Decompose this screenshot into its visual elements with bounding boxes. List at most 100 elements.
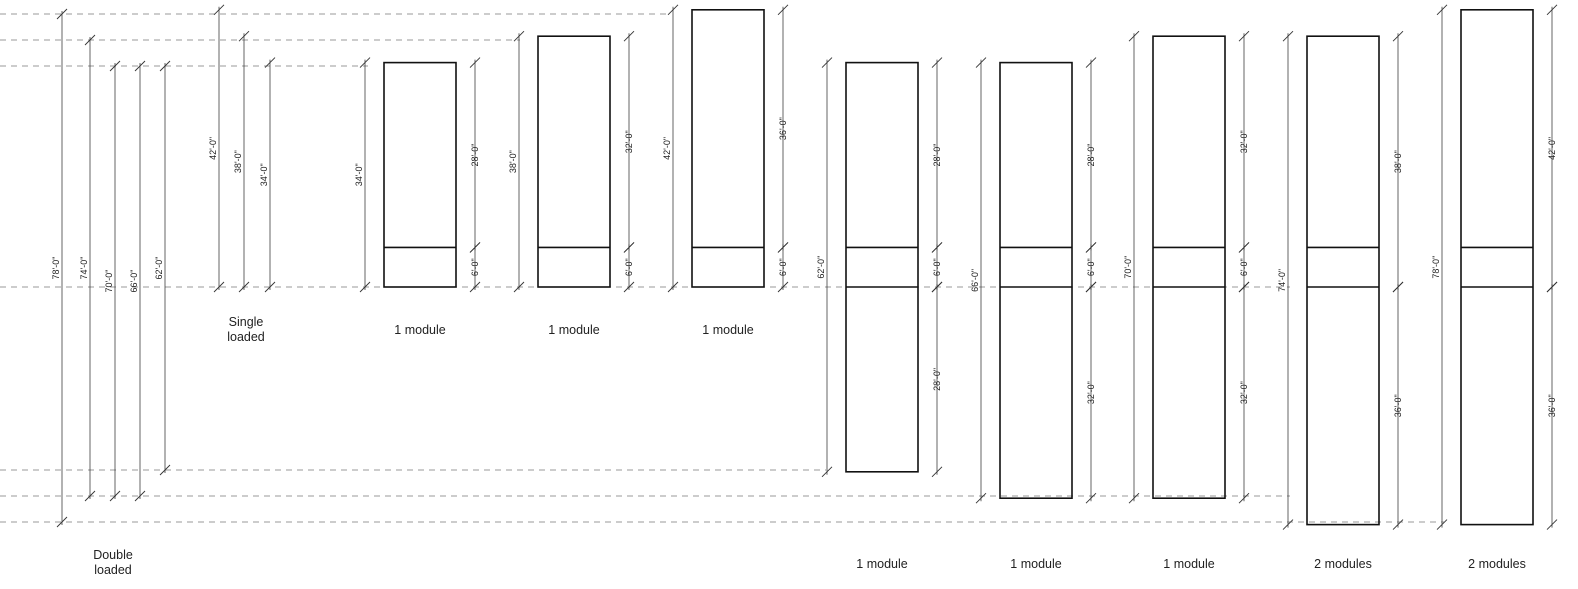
dimension-label: 28'-0"	[470, 144, 480, 167]
module-caption: 1 module	[394, 323, 445, 337]
dimension-label: 6'-0"	[932, 258, 942, 276]
dimension-tick	[667, 4, 679, 16]
dimension-tick	[469, 57, 481, 68]
dimension-tick	[931, 281, 943, 293]
dimension-tick	[1392, 30, 1404, 42]
dimension-label: 36'-0"	[1393, 394, 1403, 417]
dimension-tick	[931, 466, 943, 478]
dimension-tick	[84, 34, 96, 46]
module-outline	[537, 35, 611, 288]
dimension-tick	[1085, 281, 1097, 293]
dimension-label: 70'-0"	[104, 270, 114, 293]
module-outline	[691, 9, 765, 288]
dimension-label: 38'-0"	[508, 150, 518, 173]
dimension-tick	[931, 242, 943, 253]
dimension-tick	[56, 8, 68, 20]
dimension-label: 32'-0"	[1239, 130, 1249, 153]
dimension-tick	[84, 490, 96, 502]
module-3: 42'-0"36'-0"6'-0"1 module	[662, 4, 789, 337]
dimension-tick	[264, 281, 276, 293]
dimension-tick	[1392, 519, 1404, 530]
dimension-tick	[1238, 281, 1250, 293]
dimension-tick	[1282, 30, 1294, 42]
dimension-label: 32'-0"	[1239, 381, 1249, 404]
dimension-tick	[1436, 519, 1448, 530]
dimension-label: 42'-0"	[208, 137, 218, 160]
dimension-label: 36'-0"	[1547, 394, 1557, 417]
dimension-tick	[623, 30, 635, 42]
dimension-tick	[238, 281, 250, 293]
dimension-label: 66'-0"	[129, 270, 139, 293]
dimension-tick	[359, 57, 371, 68]
module-2: 38'-0"32'-0"6'-0"1 module	[508, 30, 635, 337]
dimension-label: 34'-0"	[354, 163, 364, 186]
module-outline	[1306, 35, 1380, 526]
dimension-tick	[975, 57, 987, 68]
dimension-tick	[1085, 57, 1097, 68]
dimension-tick	[1392, 281, 1404, 293]
single-loaded-caption: Single	[229, 315, 264, 329]
dimension-tick	[931, 57, 943, 68]
left-dimension-set: 78'-0"74'-0"70'-0"66'-0"62'-0"42'-0"38'-…	[51, 4, 276, 528]
dimension-label: 28'-0"	[1086, 144, 1096, 167]
dimension-tick	[777, 242, 789, 253]
dimension-label: 34'-0"	[259, 163, 269, 186]
dimension-tick	[1238, 492, 1250, 504]
dimension-tick	[134, 490, 146, 502]
single-loaded-caption: loaded	[227, 330, 265, 344]
dimension-tick	[975, 492, 987, 504]
dimension-tick	[513, 30, 525, 42]
module-caption: 1 module	[702, 323, 753, 337]
module-outline	[383, 61, 457, 288]
module-caption: 1 module	[1163, 557, 1214, 571]
module-outline	[1152, 35, 1226, 500]
module-7: 74'-0"38'-0"36'-0"2 modules	[1277, 30, 1404, 571]
dimension-label: 6'-0"	[1239, 258, 1249, 276]
dimension-tick	[1546, 4, 1558, 16]
dimension-label: 78'-0"	[1431, 256, 1441, 279]
dimension-tick	[821, 57, 833, 68]
dimension-tick	[777, 4, 789, 16]
dimension-tick	[777, 281, 789, 293]
dimension-label: 62'-0"	[816, 256, 826, 279]
module-caption: 1 module	[548, 323, 599, 337]
dimension-tick	[213, 4, 225, 16]
dimension-label: 32'-0"	[624, 130, 634, 153]
dimension-tick	[513, 281, 525, 293]
module-5: 66'-0"28'-0"6'-0"32'-0"1 module	[970, 57, 1097, 571]
dimension-tick	[159, 464, 171, 476]
dimension-tick	[264, 57, 276, 68]
dimension-tick	[1085, 242, 1097, 253]
dimension-tick	[1238, 242, 1250, 253]
dimension-tick	[1546, 519, 1558, 530]
dimension-label: 36'-0"	[778, 117, 788, 140]
dimension-tick	[238, 30, 250, 42]
dimension-label: 78'-0"	[51, 257, 61, 280]
double-loaded-caption: loaded	[94, 563, 132, 577]
dimension-label: 70'-0"	[1123, 256, 1133, 279]
module-1: 34'-0"28'-0"6'-0"1 module	[354, 57, 481, 337]
dimension-tick	[469, 242, 481, 253]
guide-lines	[0, 13, 1444, 523]
module-outline	[999, 61, 1073, 500]
dimension-tick	[109, 490, 121, 502]
dimension-tick	[109, 60, 121, 72]
dimension-tick	[359, 281, 371, 293]
dimension-tick	[1128, 30, 1140, 42]
dimension-label: 38'-0"	[233, 150, 243, 173]
dimension-tick	[213, 281, 225, 293]
dimension-tick	[159, 60, 171, 72]
dimension-tick	[1128, 492, 1140, 504]
dimension-tick	[1085, 492, 1097, 504]
dimension-tick	[134, 60, 146, 72]
module-outline	[845, 61, 919, 473]
dimension-tick	[1436, 4, 1448, 16]
dimension-label: 6'-0"	[778, 258, 788, 276]
dimension-tick	[623, 242, 635, 253]
dimension-label: 74'-0"	[1277, 269, 1287, 292]
module-4: 62'-0"28'-0"6'-0"28'-0"1 module	[816, 57, 943, 571]
dimension-tick	[821, 466, 833, 478]
